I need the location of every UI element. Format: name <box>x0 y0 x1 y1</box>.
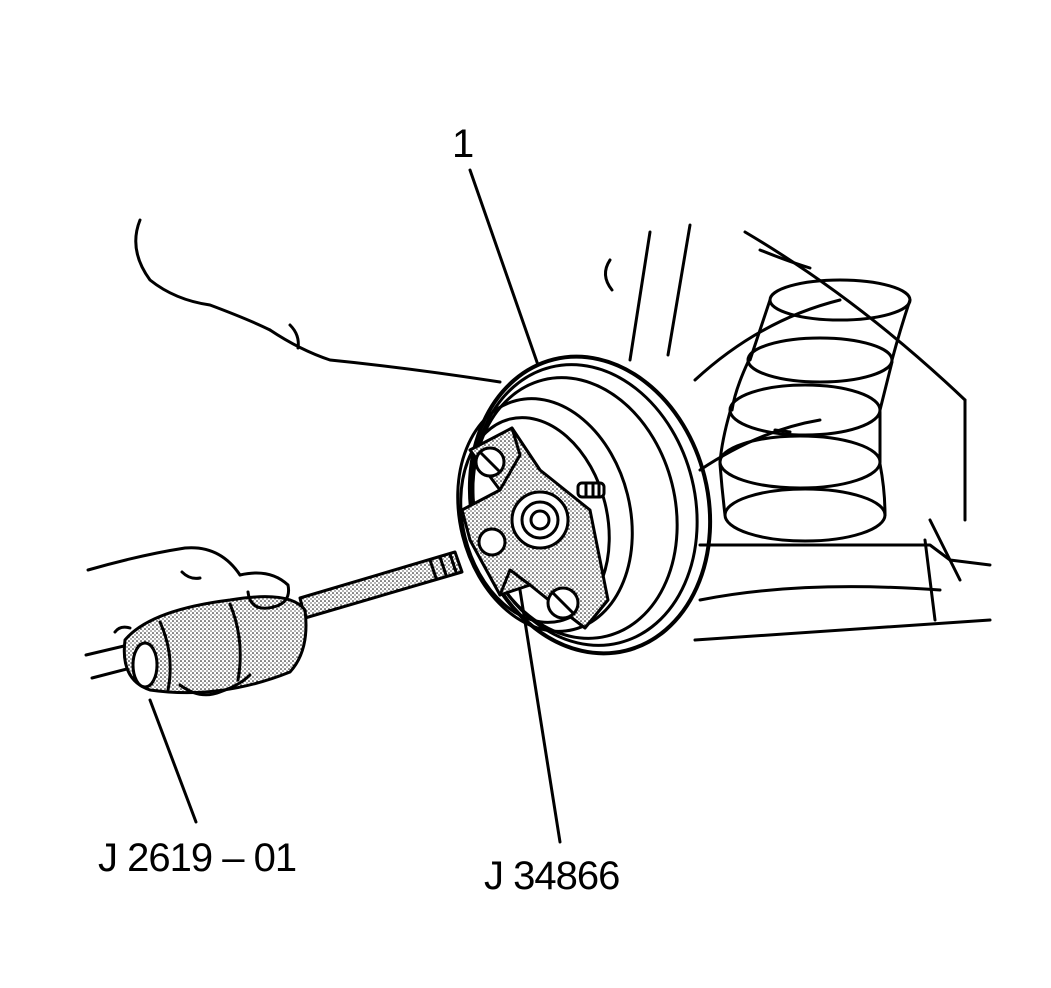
callout-drum-remover: J 34866 <box>484 854 620 898</box>
coil-spring <box>718 278 912 543</box>
leader-lines <box>148 168 562 844</box>
callout-slide-hammer: J 2619 – 01 <box>98 836 297 880</box>
drum-remover-tool <box>460 426 610 630</box>
wheel-stud <box>576 481 606 499</box>
gripping-hand <box>86 546 291 697</box>
callout-brake-drum: 1 <box>452 122 474 166</box>
leader-brake-drum <box>468 168 540 367</box>
background-hand <box>134 218 502 384</box>
control-arm <box>604 223 992 642</box>
brake-drum <box>456 354 713 656</box>
slide-hammer-tool <box>84 550 464 695</box>
leader-drum-remover <box>518 588 562 844</box>
leader-slide-hammer <box>148 698 198 824</box>
